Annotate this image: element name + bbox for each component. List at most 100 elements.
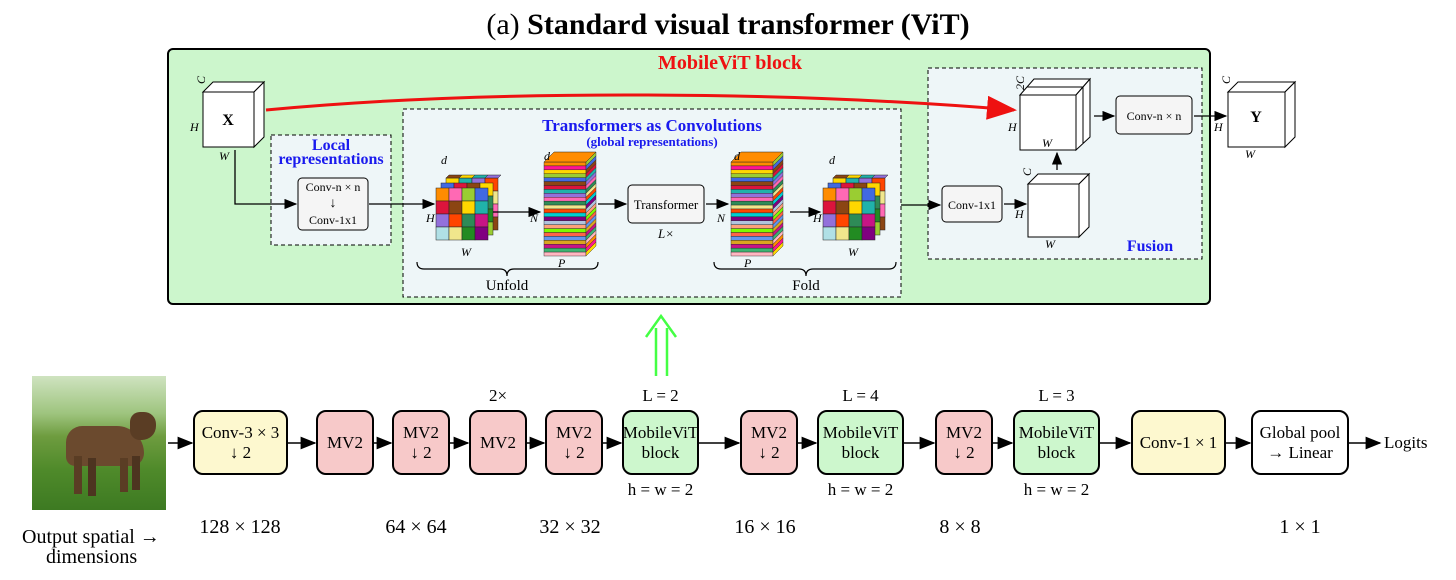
grid-cell <box>461 200 476 215</box>
stack-layer <box>543 220 587 225</box>
input-image <box>32 376 166 510</box>
grid-cell <box>861 213 876 228</box>
stack-layer <box>730 173 774 178</box>
fusion-concat-cube <box>1018 77 1092 152</box>
unfold-brace <box>416 261 599 277</box>
pipeline-stage-label: MV2↓ 2 <box>403 423 439 463</box>
pipeline-stage: Conv-1 × 1 <box>1131 410 1226 475</box>
stack-layer <box>730 224 774 229</box>
pipeline-stage: MV2 <box>469 410 527 475</box>
stack-layer <box>543 228 587 233</box>
stack-layer <box>730 181 774 186</box>
stage-line-1: MobileViT <box>822 422 899 442</box>
stage-line-2: block <box>641 442 680 462</box>
pipeline-stage: MV2 <box>316 410 374 475</box>
stage-line-1: MV2 <box>556 422 592 442</box>
stage-line-2: ↓ 2 <box>758 442 780 462</box>
grid-cell <box>474 200 489 215</box>
grid-cell <box>861 200 876 215</box>
stack-layer <box>730 236 774 241</box>
grid-top-cell <box>871 174 889 179</box>
stack-layer <box>730 200 774 206</box>
dim-16: 16 × 16 <box>734 516 796 538</box>
grid-cell <box>435 226 450 241</box>
stack-layer <box>543 244 587 249</box>
unfolded-patches-stack <box>543 151 597 257</box>
fold-label: Fold <box>792 278 820 294</box>
grid-cell <box>461 213 476 228</box>
stack-top <box>730 151 784 163</box>
stack-layer <box>543 216 587 221</box>
fusion-conv1x1-label: Conv-1x1 <box>948 198 996 212</box>
fusion-lower-cube <box>1026 172 1091 239</box>
stack-layer <box>543 247 587 253</box>
stage-line-1: Conv-1 × 1 <box>1139 432 1218 452</box>
stage-line-2: → Linear <box>1267 442 1333 462</box>
stack-layer <box>543 197 587 202</box>
grid-cell <box>835 187 850 202</box>
stack-layer <box>543 181 587 186</box>
stage-bottom-label: h = w = 2 <box>627 480 694 499</box>
stage-line-2: ↓ 2 <box>953 442 975 462</box>
stack-layer <box>543 177 587 182</box>
dog-leg-2 <box>88 458 96 496</box>
title-prefix: (a) <box>486 8 520 41</box>
stack-layer <box>730 232 774 237</box>
title-main: Standard visual transformer (ViT) <box>527 8 970 41</box>
grid-cell <box>435 200 450 215</box>
grid-cell <box>848 200 863 215</box>
dim-1: 1 × 1 <box>1279 516 1321 538</box>
pipeline-stage-label: Conv-1 × 1 <box>1140 433 1218 453</box>
pipeline-stage-label: MV2↓ 2 <box>556 423 592 463</box>
stack-layer <box>730 197 774 202</box>
grid-cell <box>448 200 463 215</box>
green-up-arrow <box>644 313 678 376</box>
pipeline-stage: MV2↓ 2 <box>935 410 993 475</box>
fold-output-grid <box>822 174 889 241</box>
fold-brace <box>713 261 897 277</box>
stack-right-p: P <box>743 256 752 270</box>
local-conv-bottom: Conv-1x1 <box>309 213 357 227</box>
input-c-label: C <box>194 75 208 84</box>
dog-leg-4 <box>132 456 140 490</box>
stage-bottom-label: h = w = 2 <box>1023 480 1090 499</box>
stack-layer <box>730 185 774 190</box>
stack-layer <box>730 216 774 221</box>
fusion-lower-c: C <box>1020 167 1034 176</box>
grid-cell <box>848 213 863 228</box>
stack-layer <box>730 169 774 174</box>
local-rep-title-2: representations <box>278 151 383 168</box>
grid-left-h: H <box>425 211 436 225</box>
stack-layer <box>730 208 774 214</box>
tac-subtitle: (global representations) <box>586 134 717 149</box>
stack-layer <box>543 212 587 218</box>
local-conv-box <box>297 177 369 231</box>
grid-cell <box>822 213 837 228</box>
grid-cell <box>448 187 463 202</box>
stack-layer <box>543 165 587 171</box>
stage-line-2: ↓ 2 <box>563 442 585 462</box>
stack-layer <box>730 177 774 182</box>
dims-label-2: dimensions <box>46 546 138 568</box>
dims-label-1: Output spatial → <box>22 526 160 548</box>
block-title: MobileViT block <box>658 52 803 74</box>
grid-cell <box>448 213 463 228</box>
grid-cell <box>474 226 489 241</box>
stack-left-p: P <box>557 256 566 270</box>
stack-layer <box>543 173 587 178</box>
grid-cell <box>435 187 450 202</box>
grid-cell <box>861 187 876 202</box>
grid-cell <box>474 187 489 202</box>
grid-cell <box>835 200 850 215</box>
grid-left-w: W <box>461 245 472 259</box>
stack-layer <box>730 251 774 257</box>
stage-line-1: MobileViT <box>1018 422 1095 442</box>
stage-line-2: ↓ 2 <box>410 442 432 462</box>
fusion-convnn-box <box>1115 95 1193 135</box>
stack-layer <box>730 244 774 249</box>
fusion-concat-w: W <box>1042 136 1053 150</box>
